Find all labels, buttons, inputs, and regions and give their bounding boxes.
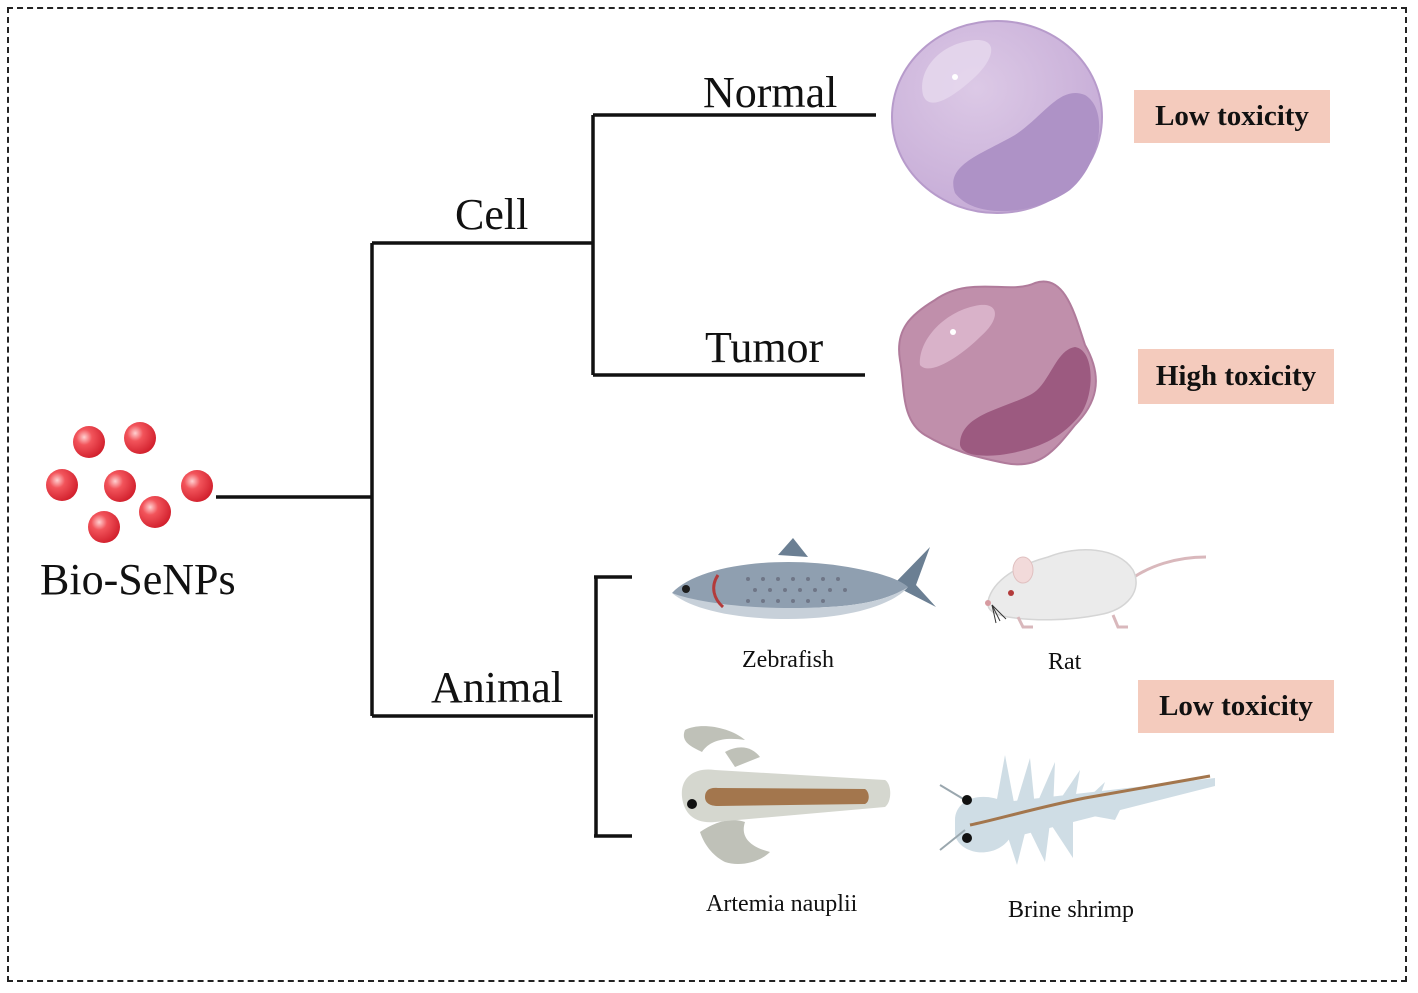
normal-toxicity-badge: Low toxicity — [1134, 90, 1330, 143]
rat-label: Rat — [1048, 649, 1082, 675]
cell-branch-label: Cell — [455, 190, 529, 239]
artemia-nauplii-label: Artemia nauplii — [706, 891, 858, 917]
animal-toxicity-badge: Low toxicity — [1138, 680, 1334, 733]
diagram-frame — [7, 7, 1407, 982]
normal-branch-label: Normal — [703, 68, 838, 117]
tumor-cell-icon — [898, 280, 1097, 466]
root-label: Bio-SeNPs — [40, 555, 236, 604]
normal-cell-icon — [891, 20, 1103, 214]
tumor-toxicity-badge: High toxicity — [1138, 349, 1334, 404]
brine-shrimp-icon — [939, 755, 1215, 865]
nanoparticle-cluster-icon — [46, 422, 213, 543]
zebrafish-label: Zebrafish — [742, 647, 834, 673]
artemia-nauplii-icon — [681, 726, 891, 864]
tumor-branch-label: Tumor — [705, 323, 824, 372]
animal-branch-label: Animal — [431, 663, 563, 712]
brine-shrimp-label: Brine shrimp — [1008, 897, 1134, 923]
rat-icon — [985, 549, 1207, 629]
zebrafish-icon — [672, 538, 936, 619]
